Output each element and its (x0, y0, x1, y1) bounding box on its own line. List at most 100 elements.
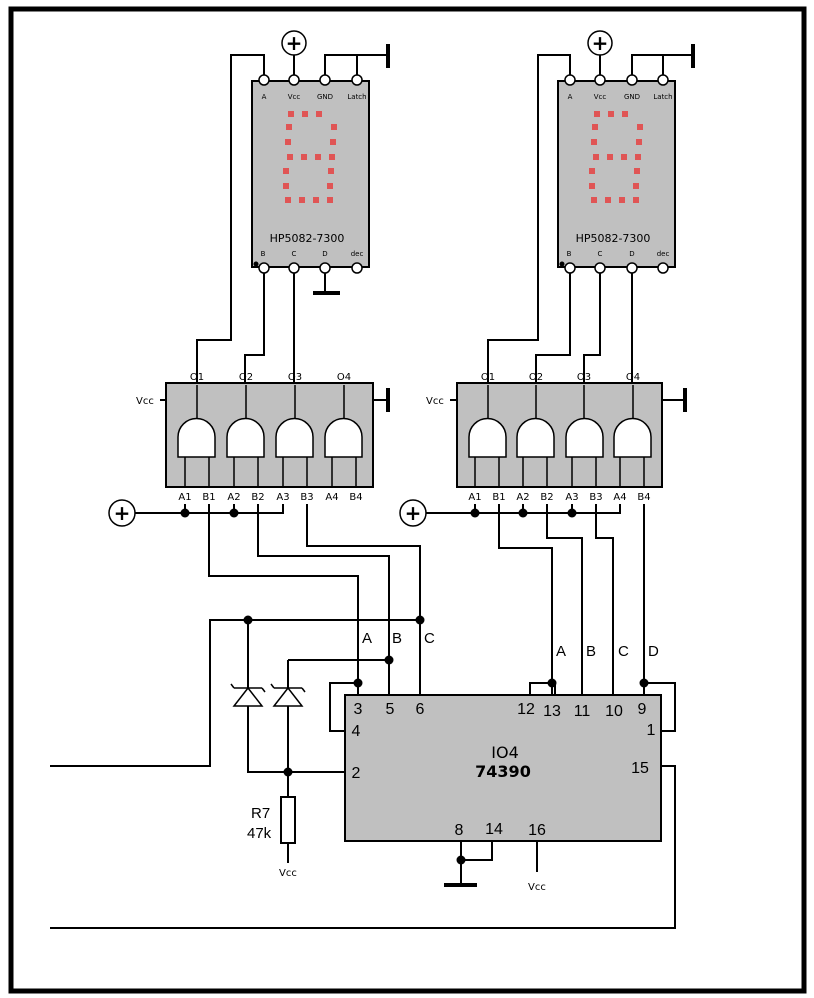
pin-number: 6 (416, 701, 425, 718)
output-label: O4 (337, 372, 351, 383)
supply-label: Vcc (426, 396, 444, 407)
pin-label: Latch (653, 93, 672, 101)
signal-label: B (586, 643, 596, 660)
pin-number: 13 (543, 703, 561, 720)
diagram-frame (8, 6, 807, 994)
resistor-designator: R7 (251, 805, 270, 822)
resistor-r7 (280, 796, 296, 844)
output-label: O2 (239, 372, 253, 383)
pin-number: 8 (455, 822, 464, 839)
pin-number: 10 (605, 703, 623, 720)
display-1-pin-dec (351, 262, 363, 274)
signal-label: A (362, 630, 372, 647)
input-label: B4 (637, 492, 650, 503)
input-label: A4 (325, 492, 338, 503)
wire (595, 504, 614, 695)
output-label: O3 (288, 372, 302, 383)
input-label: B1 (202, 492, 215, 503)
pin-number: 5 (386, 701, 395, 718)
wire (498, 504, 553, 695)
pin-number: 9 (638, 701, 647, 718)
display-2-pin-c (594, 262, 606, 274)
pin-number: 4 (352, 723, 361, 740)
pin-label: D (629, 250, 634, 258)
display-2-pin-dec (657, 262, 669, 274)
counter-supply-label: Vcc (528, 882, 546, 893)
plus-symbol: + (592, 31, 609, 55)
supply-label: Vcc (136, 396, 154, 407)
display-2-pin-b (564, 262, 576, 274)
display-2-body (557, 80, 676, 268)
display-1: + A Vcc GND Latch HP5082-7300 B C D dec (230, 30, 390, 295)
wire (50, 765, 676, 929)
output-label: O1 (481, 372, 495, 383)
resistor-value: 47k (247, 825, 272, 842)
pin-label: D (322, 250, 327, 258)
signal-label: A (556, 643, 566, 660)
input-label: B4 (349, 492, 362, 503)
input-label: A3 (565, 492, 578, 503)
pin-label: B (567, 250, 572, 258)
signal-label: D (648, 643, 659, 660)
plus-symbol: + (286, 31, 303, 55)
display-1-pin-d (319, 262, 331, 274)
output-label: O1 (190, 372, 204, 383)
display-1-part-number: HP5082-7300 (270, 232, 345, 245)
pin-label: C (598, 250, 603, 258)
pin-label: A (262, 93, 267, 101)
wire (50, 619, 420, 767)
wire (257, 504, 390, 695)
plus-symbol: + (114, 501, 131, 525)
input-label: A2 (516, 492, 529, 503)
input-label: B1 (492, 492, 505, 503)
signal-label: C (424, 630, 435, 647)
pin-label: GND (317, 93, 333, 101)
display-2-dot-matrix (589, 111, 643, 203)
wire (535, 273, 571, 383)
pin-label: B (261, 250, 266, 258)
diode-2 (270, 683, 306, 707)
pin-number: 1 (647, 722, 656, 739)
input-label: A1 (468, 492, 481, 503)
diode-1 (230, 683, 266, 707)
display-1-pin-gnd (319, 74, 331, 86)
pin-number: 12 (517, 701, 535, 718)
counter-designator: IO4 (491, 743, 519, 762)
output-label: O3 (577, 372, 591, 383)
display-2-pin-latch (657, 74, 669, 86)
display-1-pin-c (288, 262, 300, 274)
display-1-pin-latch (351, 74, 363, 86)
pin-label: GND (624, 93, 640, 101)
input-label: B2 (540, 492, 553, 503)
pin-number: 15 (631, 760, 649, 777)
input-label: B3 (589, 492, 602, 503)
wire (306, 504, 421, 695)
and-gates (177, 385, 363, 487)
display-2: + A Vcc GND Latch HP5082-7300 B C D dec (537, 30, 695, 274)
display-2-pin-vcc (594, 74, 606, 86)
pin-label: A (568, 93, 573, 101)
pin-label: Vcc (288, 93, 301, 101)
output-label: O4 (626, 372, 640, 383)
display-2-pin-gnd (626, 74, 638, 86)
pin-label: Vcc (594, 93, 607, 101)
display-1-pin-a (258, 74, 270, 86)
output-label: O2 (529, 372, 543, 383)
input-label: A4 (613, 492, 626, 503)
pin-number: 16 (528, 822, 546, 839)
counter-ic: IO4 74390 3 5 6 4 2 12 13 11 10 9 1 15 8… (344, 694, 662, 842)
input-label: A2 (227, 492, 240, 503)
input-label: A3 (276, 492, 289, 503)
pin-label: Latch (347, 93, 366, 101)
counter-part-number: 74390 (475, 762, 531, 781)
counter-ic-body (344, 694, 662, 842)
display-1-body (251, 80, 370, 268)
gate-chip-1: Vcc O1 O2 O3 O4 A1 B1 A2 B2 A3 B3 A4 B4 (136, 372, 390, 503)
signal-label: C (618, 643, 629, 660)
pin-number: 2 (352, 765, 361, 782)
display-1-pin-vcc (288, 74, 300, 86)
pin-number: 14 (485, 821, 503, 838)
resistor-supply-label: Vcc (279, 868, 297, 879)
wire (244, 273, 265, 383)
